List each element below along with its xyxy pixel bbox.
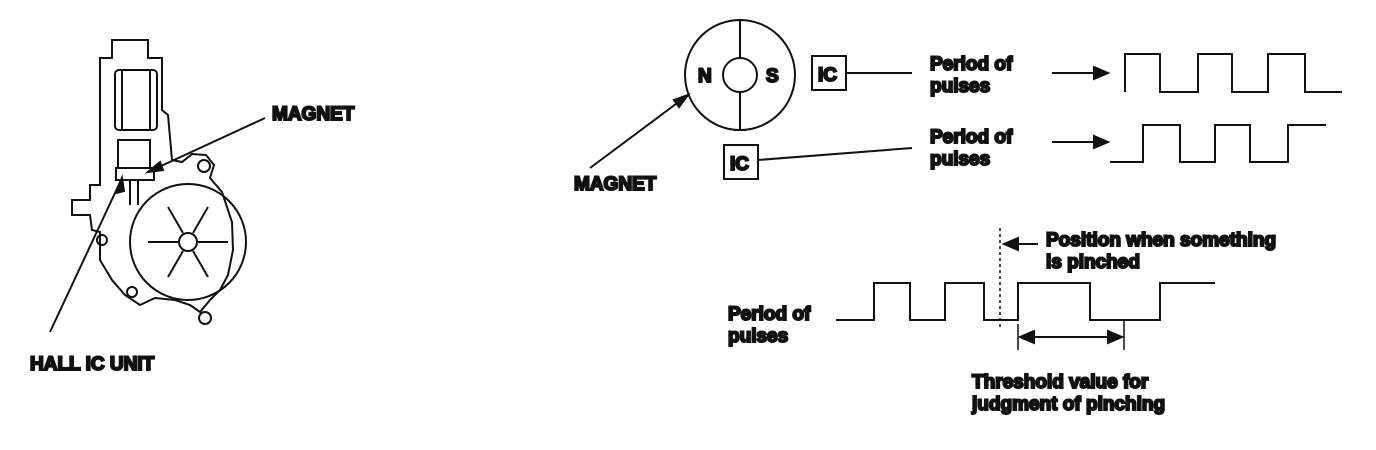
sensor-2-lead [757, 147, 913, 161]
pulse-train-2 [1110, 124, 1326, 163]
signal-1-label-line-1: Period of [930, 54, 1013, 75]
pinch-position-label-line-2: is pinched [1046, 252, 1140, 273]
hall-ic-leader-line [49, 177, 123, 333]
right-magnet-label: MAGNET [574, 174, 657, 195]
magnet-leader-line [147, 117, 266, 173]
ic-sensor-2-box [723, 144, 759, 180]
threshold-label-line-1: Threshold value for [972, 372, 1149, 393]
hall-ic-unit-label: HALL IC UNIT [30, 354, 155, 375]
signal-2-label-line-2: pulses [930, 149, 990, 170]
pinch-position-label-line-1: Position when something [1046, 230, 1276, 251]
rotor-magnet [684, 19, 796, 131]
pinch-pulse-train [836, 282, 1215, 321]
left-magnet-label: MAGNET [272, 104, 355, 125]
signal-2-label-line-1: Period of [930, 127, 1013, 148]
pulse-train-1 [1124, 53, 1342, 93]
pinch-pulses-label-line-2: pulses [728, 326, 788, 347]
right-magnet-leader-line [589, 94, 689, 169]
north-pole-label: N [698, 66, 712, 87]
pinch-pulses-label-line-1: Period of [728, 304, 811, 325]
threshold-label-line-2: judgment of pinching [971, 394, 1165, 415]
south-pole-label: S [766, 66, 779, 87]
ic-sensor-1-label: IC [818, 65, 837, 86]
window-motor-drawing [49, 39, 266, 333]
signal-1-label-line-2: pulses [930, 76, 990, 97]
ic-sensor-2-label: IC [730, 154, 749, 175]
